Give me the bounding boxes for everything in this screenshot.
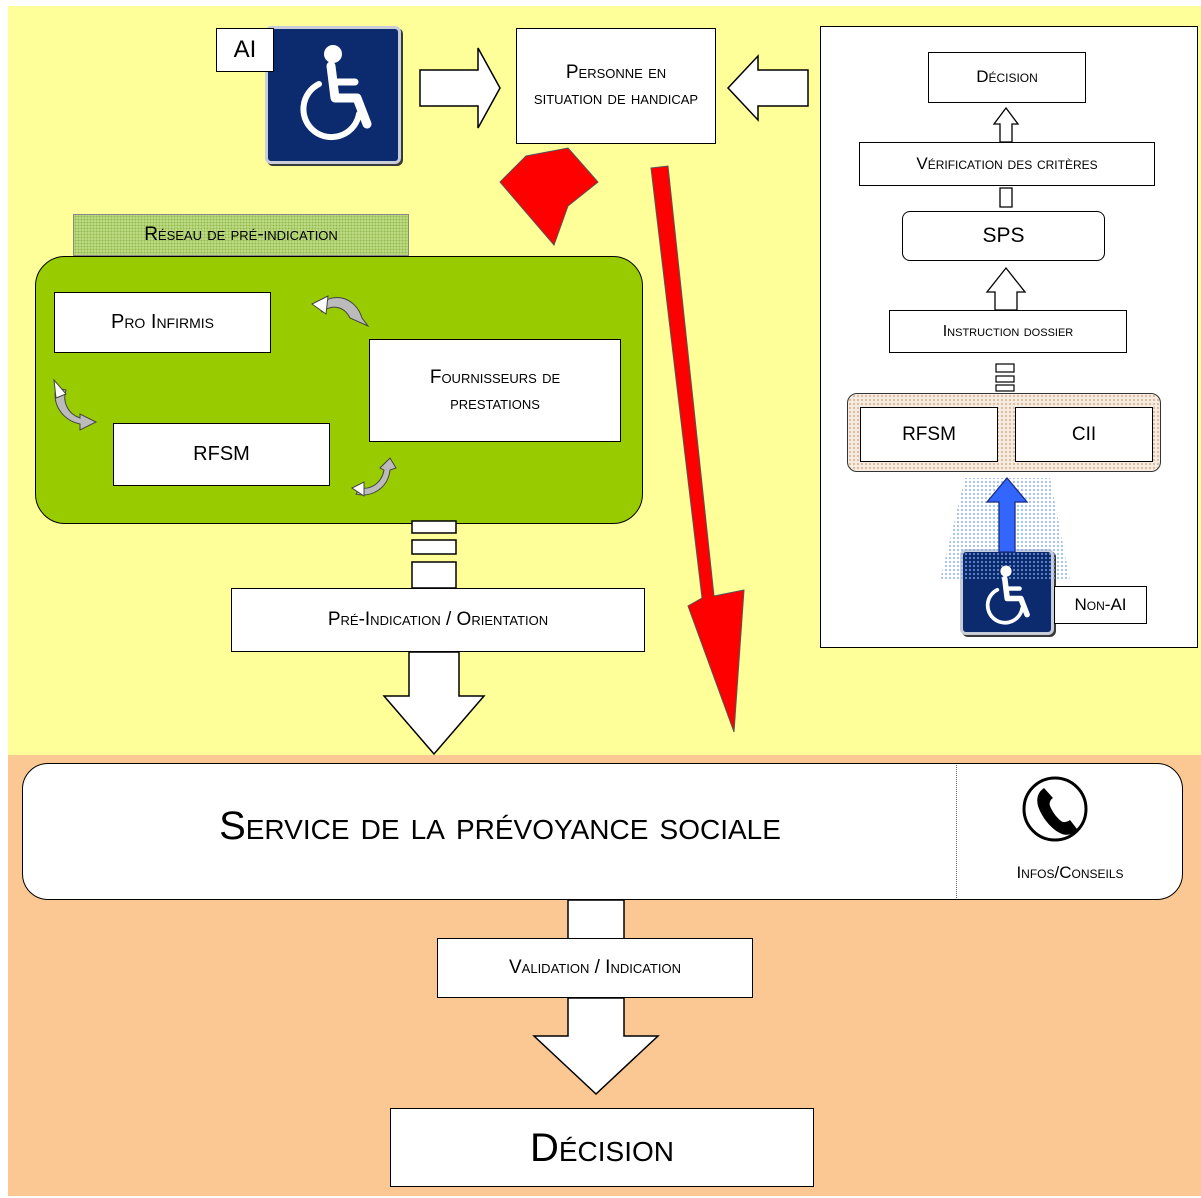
connector-stub xyxy=(995,363,1015,373)
cycle-arrow-head-icon xyxy=(311,295,329,315)
red-arrow-to-network xyxy=(499,147,599,246)
connector-stub xyxy=(411,520,457,534)
connector-stub xyxy=(995,384,1015,392)
sps-box: SPS xyxy=(902,211,1105,261)
arrow-validation-to-decision xyxy=(532,997,660,1096)
cycle-arrow-icon xyxy=(54,387,98,431)
cycle-arrow-icon xyxy=(317,297,370,328)
connector-stub xyxy=(995,375,1015,383)
phone-icon xyxy=(1022,776,1088,842)
final-decision-box: Décision xyxy=(390,1108,814,1187)
instruction-box: Instruction dossier xyxy=(889,310,1127,353)
decision-box-small: Décision xyxy=(928,52,1086,103)
cycle-arrow-head-icon xyxy=(53,378,67,399)
verification-box: Vérification des critères xyxy=(859,142,1155,186)
pre-indication-box: Pré-Indication / Orientation xyxy=(231,588,645,652)
network-label: Réseau de pré-indication xyxy=(73,214,409,256)
rfsm-box-small: RFSM xyxy=(860,407,998,462)
blue-arrow-to-rfsm-cii xyxy=(985,476,1029,553)
service-divider xyxy=(956,765,957,898)
connector-stub xyxy=(567,899,625,941)
service-box xyxy=(22,763,1183,900)
arrow-verification-to-decision xyxy=(992,106,1020,143)
cycle-arrow-head-icon xyxy=(351,481,365,497)
pro-infirmis-box: Pro Infirmis xyxy=(54,292,271,353)
arrow-instruction-to-sps xyxy=(985,266,1027,311)
service-title: Service de la prévoyance sociale xyxy=(219,803,781,848)
rfsm-box: RFSM xyxy=(113,423,330,486)
connector-stub xyxy=(411,539,457,555)
arrow-ai-to-person xyxy=(419,47,501,129)
infos-label: Infos/Conseils xyxy=(1016,863,1124,882)
wheelchair-icon xyxy=(300,45,372,141)
person-box: Personne en situation de handicap xyxy=(516,28,716,144)
arrow-panel-to-person xyxy=(726,54,809,122)
cycle-arrow-icon xyxy=(355,457,397,496)
validation-box: Validation / Indication xyxy=(437,938,753,998)
providers-box: Fournisseurs de prestations xyxy=(369,339,621,442)
cii-box: CII xyxy=(1015,407,1153,462)
arrow-sps-connector xyxy=(999,187,1013,208)
non-ai-label: Non-AI xyxy=(1054,586,1147,624)
ai-label: AI xyxy=(216,28,274,72)
red-arrow-to-service xyxy=(650,165,745,733)
arrow-pre-indication-to-service xyxy=(382,651,486,756)
wheelchair-icon xyxy=(985,565,1030,625)
connector-stub xyxy=(411,561,457,589)
